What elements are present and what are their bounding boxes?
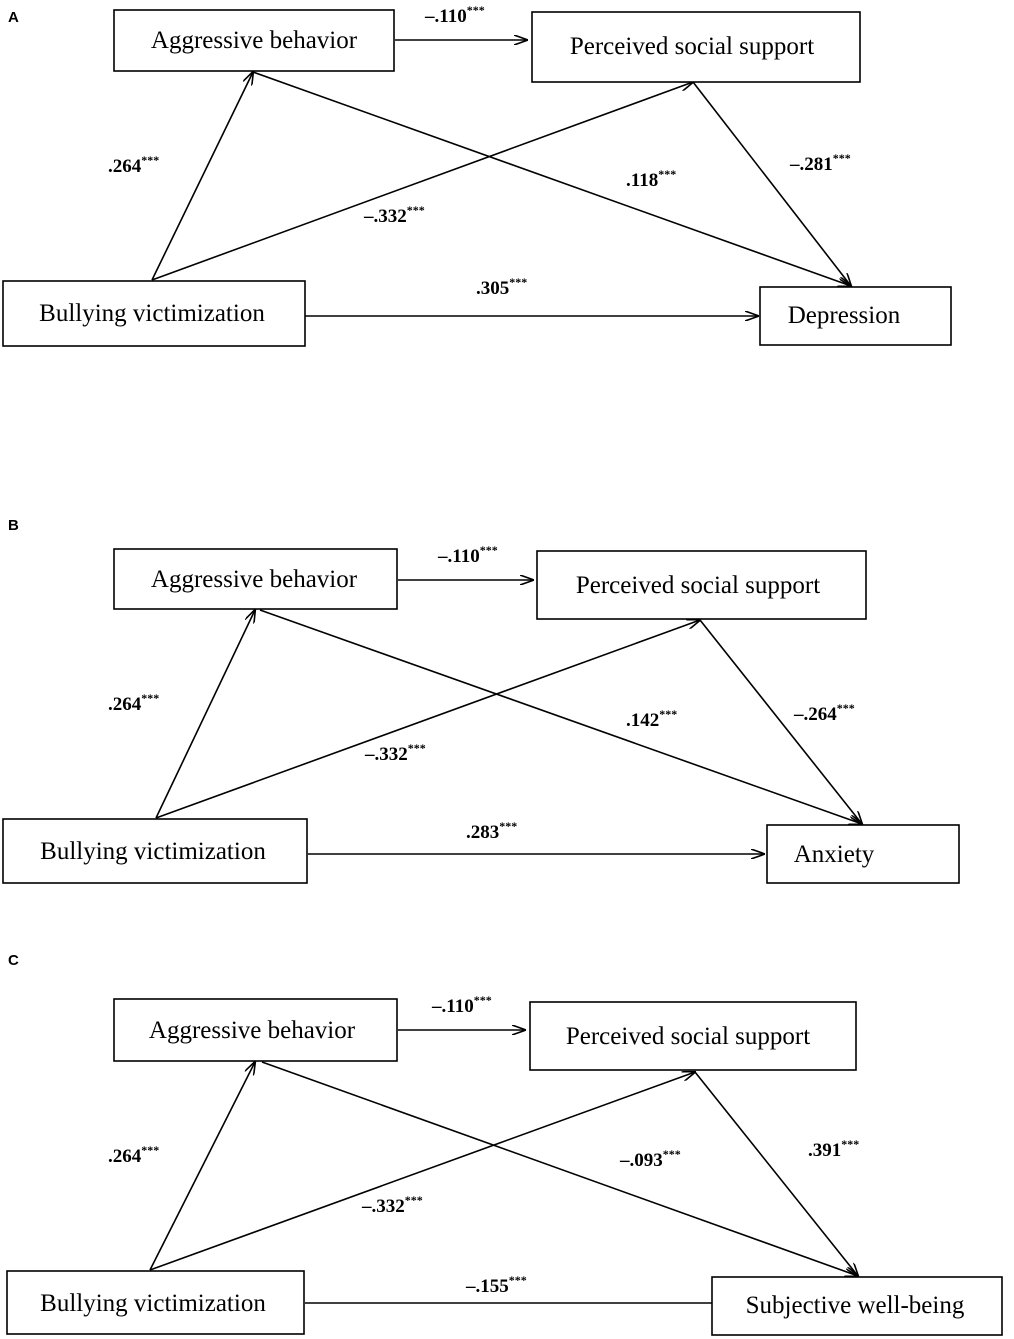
node-label: Anxiety <box>794 841 875 868</box>
node-outcome: Subjective well-being <box>711 1276 1003 1336</box>
node-label: Aggressive behavior <box>149 1017 356 1044</box>
coef-support-to-outcome: .391*** <box>808 1137 859 1161</box>
coef-aggressive-to-support: –.110*** <box>424 3 485 27</box>
path-aggressive-to-outcome <box>252 71 851 286</box>
node-perceived-social-support: Perceived social support <box>529 1001 857 1071</box>
node-label: Bullying victimization <box>40 1290 266 1317</box>
node-bullying-victimization: Bullying victimization <box>2 818 308 884</box>
node-outcome: Anxiety <box>766 824 960 884</box>
path-victimization-to-support <box>149 1072 695 1271</box>
coef-aggressive-to-outcome: .118*** <box>626 167 676 191</box>
path-victimization-to-aggressive <box>151 72 253 281</box>
coef-aggressive-to-support: –.110*** <box>431 993 492 1017</box>
path-aggressive-to-outcome <box>259 609 862 824</box>
node-label: Aggressive behavior <box>151 566 358 593</box>
node-label: Depression <box>788 302 901 329</box>
node-label: Perceived social support <box>576 572 820 599</box>
path-support-to-outcome <box>699 619 862 824</box>
node-label: Perceived social support <box>566 1023 810 1050</box>
node-perceived-social-support: Perceived social support <box>531 11 861 83</box>
node-label: Bullying victimization <box>40 838 266 865</box>
path-victimization-to-aggressive <box>155 610 255 819</box>
coef-victimization-to-aggressive: .264*** <box>108 691 159 715</box>
coef-support-to-outcome: –.264*** <box>793 701 855 725</box>
coef-victimization-to-aggressive: .264*** <box>108 153 159 177</box>
coef-victimization-to-support: –.332*** <box>364 741 426 765</box>
panel-letter: C <box>8 952 19 969</box>
coef-aggressive-to-outcome: –.093*** <box>619 1147 681 1171</box>
path-victimization-to-aggressive <box>149 1062 255 1271</box>
panel-a: A Aggressive behavior Perceived social s… <box>2 3 952 347</box>
coef-victimization-to-support: –.332*** <box>361 1193 423 1217</box>
node-label: Subjective well-being <box>746 1292 965 1319</box>
coef-victimization-to-outcome: –.155*** <box>465 1273 527 1297</box>
coef-victimization-to-outcome: .305*** <box>476 275 527 299</box>
node-label: Bullying victimization <box>39 300 265 327</box>
node-label: Perceived social support <box>570 33 814 60</box>
node-aggressive-behavior: Aggressive behavior <box>113 548 398 610</box>
panel-b: B Aggressive behavior Perceived social s… <box>2 517 960 884</box>
node-bullying-victimization: Bullying victimization <box>6 1270 305 1335</box>
coef-support-to-outcome: –.281*** <box>789 151 851 175</box>
coef-victimization-to-aggressive: .264*** <box>108 1143 159 1167</box>
node-outcome: Depression <box>759 286 952 346</box>
panel-c: C Aggressive behavior Perceived social s… <box>6 952 1003 1336</box>
node-label: Aggressive behavior <box>151 27 358 54</box>
coef-victimization-to-support: –.332*** <box>363 203 425 227</box>
coef-aggressive-to-outcome: .142*** <box>626 707 677 731</box>
path-support-to-outcome <box>692 81 851 286</box>
path-victimization-to-support <box>151 82 693 281</box>
path-aggressive-to-outcome <box>261 1061 858 1276</box>
coef-aggressive-to-support: –.110*** <box>437 543 498 567</box>
panel-letter: A <box>8 9 19 26</box>
node-aggressive-behavior: Aggressive behavior <box>113 998 398 1062</box>
node-perceived-social-support: Perceived social support <box>536 550 867 620</box>
path-victimization-to-support <box>155 620 700 819</box>
node-aggressive-behavior: Aggressive behavior <box>113 9 395 72</box>
node-bullying-victimization: Bullying victimization <box>2 280 306 347</box>
path-support-to-outcome <box>694 1071 858 1276</box>
panel-letter: B <box>8 517 19 534</box>
coef-victimization-to-outcome: .283*** <box>466 819 517 843</box>
